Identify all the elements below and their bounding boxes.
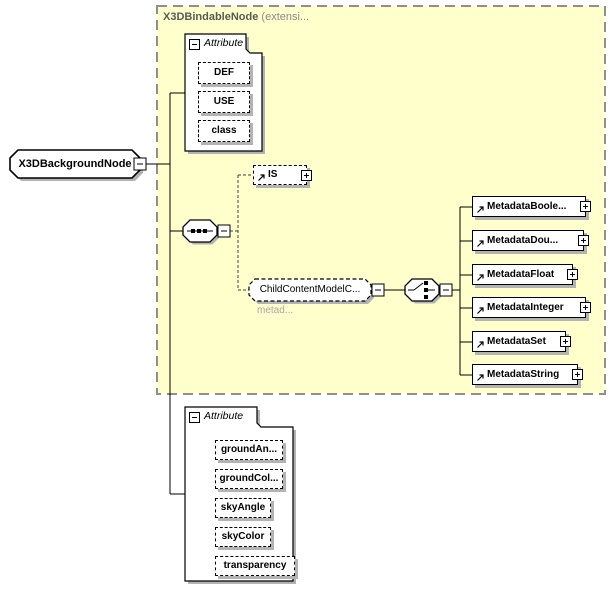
attribute-ground-angle[interactable]: groundAn... — [215, 440, 283, 460]
attribute-use[interactable]: USE — [198, 91, 250, 113]
expand-toggle-icon[interactable] — [572, 369, 583, 380]
attribute-group-label: Attribute — [204, 37, 244, 49]
attribute-def[interactable]: DEF — [198, 62, 250, 84]
element-label: IS — [268, 169, 278, 180]
element-metadata-set[interactable]: MetadataSet — [472, 331, 571, 352]
element-label: MetadataDou... — [487, 234, 559, 246]
expand-toggle-icon[interactable] — [580, 302, 591, 313]
reference-arrow-icon — [476, 205, 485, 214]
attribute-sky-angle[interactable]: skyAngle — [215, 498, 271, 518]
attribute-group-label: Attribute — [204, 410, 244, 422]
attribute-label: groundCol... — [219, 473, 279, 484]
extension-title: X3DBindableNode (extensi... — [163, 11, 309, 23]
content-annotation: metad... — [257, 305, 294, 316]
reference-arrow-icon — [257, 173, 266, 182]
element-metadata-float[interactable]: MetadataFloat — [472, 264, 578, 285]
collapse-toggle-icon[interactable] — [371, 283, 385, 297]
root-element-box[interactable] — [9, 149, 147, 181]
attribute-label: transparency — [223, 560, 287, 571]
expand-toggle-icon[interactable] — [580, 201, 591, 212]
extension-base-type: X3DBindableNode — [163, 11, 259, 23]
element-metadata-boolean[interactable]: MetadataBoole... — [472, 196, 591, 217]
collapse-toggle-icon[interactable] — [439, 283, 453, 297]
extension-title-suffix: (extensi... — [261, 11, 310, 23]
reference-arrow-icon — [476, 340, 485, 349]
collapse-toggle-icon[interactable] — [189, 39, 200, 50]
element-label: MetadataBoole... — [487, 200, 567, 212]
element-metadata-integer[interactable]: MetadataInteger — [472, 297, 591, 318]
element-label: MetadataString — [487, 368, 560, 380]
attribute-label: groundAn... — [220, 444, 278, 455]
attribute-label: skyAngle — [220, 502, 266, 513]
expand-toggle-icon[interactable] — [567, 269, 578, 280]
attribute-class[interactable]: class — [198, 120, 250, 142]
child-content-model-box[interactable] — [248, 278, 385, 304]
attribute-transparency[interactable]: transparency — [215, 556, 295, 576]
element-label: MetadataInteger — [487, 301, 564, 313]
reference-arrow-icon — [476, 273, 485, 282]
expand-toggle-icon[interactable] — [560, 336, 571, 347]
attribute-label: USE — [213, 96, 235, 107]
element-label: MetadataSet — [487, 335, 546, 347]
attribute-ground-color[interactable]: groundCol... — [215, 469, 283, 489]
expand-toggle-icon[interactable] — [301, 169, 312, 181]
element-label: MetadataFloat — [487, 268, 555, 280]
attribute-label: class — [211, 125, 237, 136]
element-metadata-string[interactable]: MetadataString — [472, 364, 583, 385]
dashed-connector-lines — [230, 174, 253, 291]
element-is[interactable]: IS — [253, 165, 312, 185]
attribute-label: DEF — [214, 67, 234, 78]
collapse-toggle-icon[interactable] — [189, 412, 200, 423]
expand-toggle-icon[interactable] — [578, 235, 589, 246]
collapse-toggle-icon[interactable] — [133, 157, 147, 171]
sequence-icon[interactable] — [182, 219, 231, 245]
reference-arrow-icon — [476, 373, 485, 382]
attribute-label: skyColor — [221, 531, 265, 542]
element-metadata-double[interactable]: MetadataDou... — [472, 230, 589, 251]
connector-lines — [146, 92, 472, 495]
reference-arrow-icon — [476, 239, 485, 248]
choice-icon[interactable] — [404, 278, 453, 304]
reference-arrow-icon — [476, 306, 485, 315]
collapse-toggle-icon[interactable] — [217, 224, 231, 238]
attribute-sky-color[interactable]: skyColor — [215, 527, 271, 547]
